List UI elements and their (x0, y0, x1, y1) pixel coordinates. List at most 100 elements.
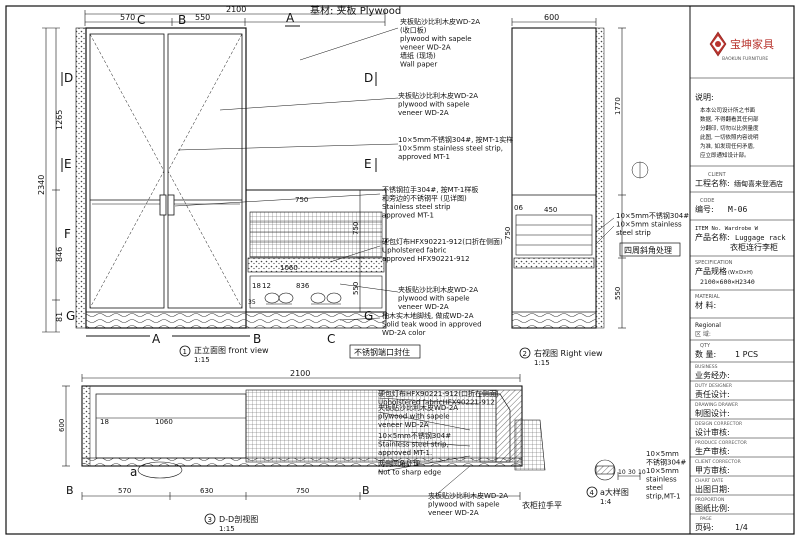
dim-front-inner-35: 35 (248, 299, 256, 306)
dim-section-570: 570 (118, 487, 131, 495)
marker-a-top: A (286, 11, 295, 25)
notice-line: 分翻印, 切勿以比例量度 (700, 124, 759, 132)
spec-label: 产品规格 (695, 266, 727, 276)
marker-e-left: E (64, 157, 72, 171)
region-label: 区 域: (695, 330, 711, 338)
note-line: plywood with sapele (428, 501, 500, 509)
door-swing-lines (89, 33, 243, 309)
client-en: CLIENT (708, 172, 727, 178)
notice-title: 说明: (695, 92, 714, 102)
page-en: PAGE (700, 516, 712, 522)
header-title: 基材: 夹板 Plywood (310, 4, 401, 17)
dim-right-h-1770: 1770 (614, 97, 622, 115)
note-line: plywood with sapele (398, 295, 470, 303)
note-line: 10×5mm (646, 450, 679, 458)
right-body (511, 27, 597, 329)
note-line: Stainless steel strip (382, 203, 451, 211)
note-line: veneer WD-2A (398, 109, 449, 117)
section-leader-lines (377, 397, 481, 501)
title-block: 宝坤家具 BAOKUN FURNITURE 说明: 本本公司设计所之书面数据, … (689, 5, 795, 535)
notice-line: 此图, 一切依照内容说明 (700, 133, 759, 141)
dim-front-height-total: 2340 (37, 175, 46, 195)
note-line: 10×5mm stainless (616, 221, 682, 229)
front-base-wood (85, 311, 387, 329)
prod-check-label: 生产审核: (695, 446, 730, 456)
view-right-title: 右视图 Right view (534, 348, 603, 358)
dim-detail-30: 30 (628, 469, 636, 476)
notice-line: 数据, 不得翻看其任何部 (700, 115, 759, 123)
note-line: veneer WD-2A (378, 421, 429, 429)
note-line: 10×5mm不锈钢304# (616, 211, 689, 220)
dim-detail-10: 10 (618, 469, 626, 476)
date-en: CHART DATE (695, 478, 723, 484)
note-line: 夹板贴沙比利木皮WD-2A (378, 403, 458, 412)
note-line: 不锈钢拉手304#, 按MT-1样板 (382, 185, 478, 194)
qty-label: 数 量: (695, 349, 716, 359)
view-front-title: 正立面图 front view (194, 345, 269, 355)
dim-front-inner-12: 12 (262, 282, 271, 290)
section-wardrobe-cavity (95, 393, 247, 459)
duty-en: DUTY DESIGNER (695, 383, 732, 389)
note-line: 夹板贴沙比利木皮WD-2A (428, 491, 508, 500)
logo-cn: 宝坤家具 (730, 37, 774, 51)
section-side-profile (479, 393, 511, 463)
front-view: 2100 570 550 A B C 2340 1265 846 81 (37, 5, 421, 364)
notice-line: 应立即通知设计部。 (700, 151, 750, 159)
dim-front-h-750: 750 (352, 222, 360, 235)
note-line: 墙纸 (现场) (400, 51, 436, 60)
note-line: Solid teak wood in approved (382, 321, 482, 329)
view-right-scale: 1:15 (534, 359, 550, 367)
business-label: 业务经办: (695, 370, 730, 380)
qty-en: QTY (700, 343, 711, 349)
marker-a-bottom: A (152, 332, 161, 346)
note-line: veneer WD-2A (398, 303, 449, 311)
marker-b-top: B (178, 13, 186, 27)
note-line: 10×5mm stainless steel strip, (398, 145, 503, 153)
right-fabric (513, 257, 595, 269)
view-right-number: 2 (523, 350, 527, 358)
marker-e-right: E (364, 157, 372, 171)
detail-notes: 10×5mm不锈钢304#10×5mmstainlesssteelstrip,M… (646, 450, 686, 501)
dim-front-inner-750: 750 (295, 196, 308, 204)
dim-section-750: 750 (296, 487, 309, 495)
notice-line: 本本公司设计所之书面 (700, 106, 756, 114)
note-line: approved MT-1 (398, 153, 450, 161)
item-value-cn: 衣柜连行李柜 (730, 242, 778, 252)
note-line: veneer WD-2A (400, 44, 451, 52)
note-line: 夹板贴沙比利木皮WD-2A (398, 285, 478, 294)
right-wall-hatch (595, 27, 605, 329)
front-left-dimension (42, 27, 60, 333)
item-label: 产品名称: (695, 232, 730, 242)
dim-front-inner-1060: 1060 (280, 264, 298, 272)
page-label: 页码: (695, 523, 714, 532)
dim-front-left: 570 (120, 13, 135, 22)
section-notes: 硬包灯布HFX90221-912(口折在侧面)Upholstered fabri… (378, 389, 508, 517)
view-front-number: 1 (183, 348, 187, 356)
marker-b-section: B (66, 484, 74, 497)
right-view: 600 1770 550 06 450 750 四周斜角处理 (504, 13, 681, 367)
code-value: M-06 (728, 205, 747, 214)
region-en: Regional (695, 322, 721, 329)
marker-d-left: D (64, 71, 73, 85)
note-line: veneer WD-2A (428, 509, 479, 517)
dim-right-h-06: 06 (514, 204, 523, 212)
client-check-label: 甲方审核: (695, 465, 730, 475)
note-line: approved MT-1. (378, 449, 432, 457)
note-line: plywood with sapele (398, 101, 470, 109)
dim-front-h-846: 846 (55, 247, 64, 262)
note-line: 两侧圆角处理 (378, 459, 420, 468)
stamp-front-box (349, 344, 421, 359)
label-handle: 衣柜拉手平 (522, 500, 562, 510)
prod-check-en: PRODUCE CORRECTOR (695, 440, 747, 446)
note-line: steel (646, 484, 663, 492)
dim-section-total: 2100 (290, 369, 310, 378)
dim-section-18: 18 (100, 418, 109, 426)
note-line: 夹板贴沙比利木皮WD-2A (400, 17, 480, 26)
section-wall-hatch (81, 385, 91, 467)
dim-section-1060: 1060 (155, 418, 173, 426)
luggage-rack-top-grid (249, 211, 383, 258)
note-line: Wall paper (400, 61, 437, 69)
luggage-rack-shelf (249, 275, 383, 309)
